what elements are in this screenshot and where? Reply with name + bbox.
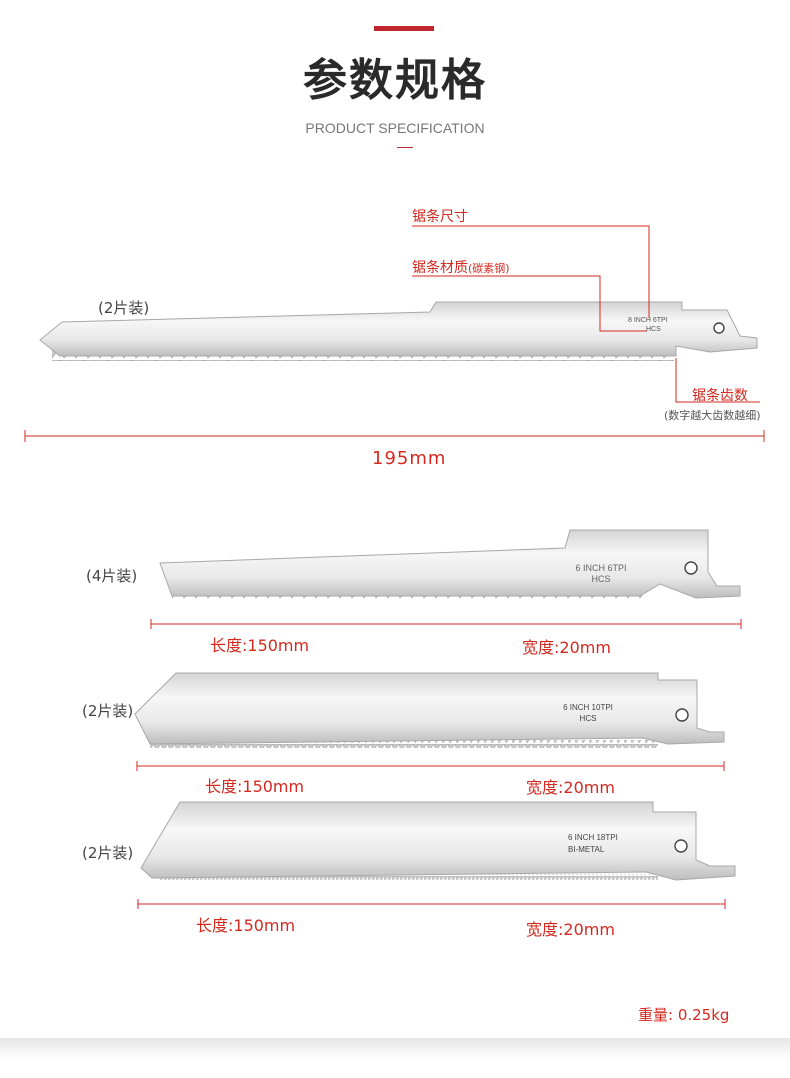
- stamp-line: HCS: [646, 326, 661, 333]
- leader-size: [412, 225, 650, 318]
- length-label: 长度:150mm: [196, 916, 296, 935]
- blade-body: [39, 301, 758, 357]
- blade-stamp: 6 INCH 6TPI HCS: [566, 563, 636, 585]
- stamp-line: 6 INCH 6TPI: [575, 563, 627, 573]
- pack-label: (2片装): [82, 702, 134, 720]
- blade-stamp: 6 INCH 10TPI HCS: [553, 702, 623, 724]
- stamp-line: 6 INCH 10TPI: [563, 703, 613, 712]
- width-label: 宽度:20mm: [522, 638, 611, 657]
- length-label: 长度:150mm: [210, 636, 310, 655]
- length-label: 长度:150mm: [205, 777, 305, 796]
- stamp-line: 8 INCH 6TPI: [628, 317, 668, 324]
- stamp-line: HCS: [591, 574, 611, 584]
- pack-label: (2片装): [98, 299, 150, 317]
- subtitle-accent-bar: [397, 147, 413, 148]
- weight-label: 重量: 0.25kg: [638, 1006, 730, 1024]
- callout-leaders: [412, 225, 760, 403]
- blade-body: [159, 529, 741, 599]
- leader-teeth: [675, 358, 760, 403]
- mount-hole: [674, 839, 688, 853]
- callout-size: 锯条尺寸: [412, 209, 468, 225]
- blade-6inch-6tpi: [159, 529, 741, 600]
- callout-material-label: 锯条材质: [412, 260, 468, 276]
- total-length-label: 195mm: [372, 448, 447, 469]
- callout-teeth-note: (数字越大齿数越细): [664, 409, 761, 422]
- bottom-shadow: [0, 1038, 790, 1078]
- page-title: 参数规格: [303, 55, 487, 106]
- page-subtitle: PRODUCT SPECIFICATION: [305, 120, 485, 136]
- mount-hole: [675, 708, 689, 722]
- stamp-line: BI-METAL: [568, 845, 605, 854]
- blade-stamp: 8 INCH 6TPI HCS: [628, 316, 668, 334]
- blade-6inch-10tpi: [134, 672, 725, 748]
- mount-hole: [684, 561, 698, 575]
- blade-body: [140, 801, 736, 881]
- pack-label: (2片装): [82, 844, 134, 862]
- width-label: 宽度:20mm: [526, 920, 615, 939]
- callout-material: 锯条材质(碳素钢): [412, 257, 510, 277]
- blade-8inch: [39, 301, 758, 361]
- blade-teeth: [150, 740, 658, 748]
- dimension-lines: [24, 430, 765, 909]
- callout-material-note: (碳素钢): [468, 262, 510, 275]
- width-label: 宽度:20mm: [526, 778, 615, 797]
- leader-material: [412, 275, 647, 332]
- pack-label: (4片装): [86, 567, 138, 585]
- header-accent-bar: [374, 26, 434, 31]
- callout-teeth: 锯条齿数: [692, 388, 748, 404]
- stamp-line: 6 INCH 18TPI: [568, 833, 618, 842]
- blade-stamp: 6 INCH 18TPI BI-METAL: [568, 832, 618, 856]
- blade-6inch-18tpi: [140, 801, 736, 881]
- blade-teeth: [158, 874, 658, 880]
- stamp-line: HCS: [579, 714, 597, 723]
- blade-body: [134, 672, 725, 745]
- mount-hole: [713, 322, 725, 334]
